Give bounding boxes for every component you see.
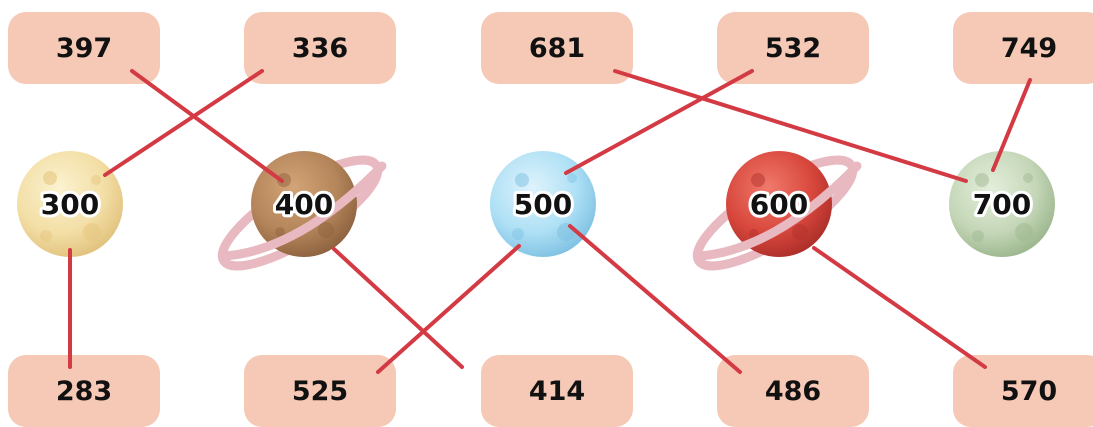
bottom-card-0[interactable]: 283 [8,355,160,427]
planet-600[interactable] [684,142,865,283]
top-card-4-label: 749 [1000,32,1058,64]
top-card-2[interactable]: 681 [481,12,633,84]
planet-700[interactable] [949,151,1055,257]
planet-500[interactable] [490,151,596,257]
top-card-0-label: 397 [55,32,113,64]
bottom-card-4[interactable]: 570 [953,355,1093,427]
bottom-card-1-label: 525 [291,375,349,407]
top-card-4[interactable]: 749 [953,12,1093,84]
top-card-1-label: 336 [291,32,349,64]
planet-400[interactable] [209,142,390,283]
bottom-card-3-label: 486 [764,375,822,407]
top-card-3-label: 532 [764,32,822,64]
top-card-0[interactable]: 397 [8,12,160,84]
bottom-card-3[interactable]: 486 [717,355,869,427]
top-card-3[interactable]: 532 [717,12,869,84]
bottom-card-2-label: 414 [528,375,586,407]
top-card-1[interactable]: 336 [244,12,396,84]
bottom-card-0-label: 283 [55,375,113,407]
bottom-card-4-label: 570 [1000,375,1058,407]
planet-300[interactable] [17,151,123,257]
top-card-2-label: 681 [528,32,586,64]
bottom-card-1[interactable]: 525 [244,355,396,427]
bottom-card-2[interactable]: 414 [481,355,633,427]
